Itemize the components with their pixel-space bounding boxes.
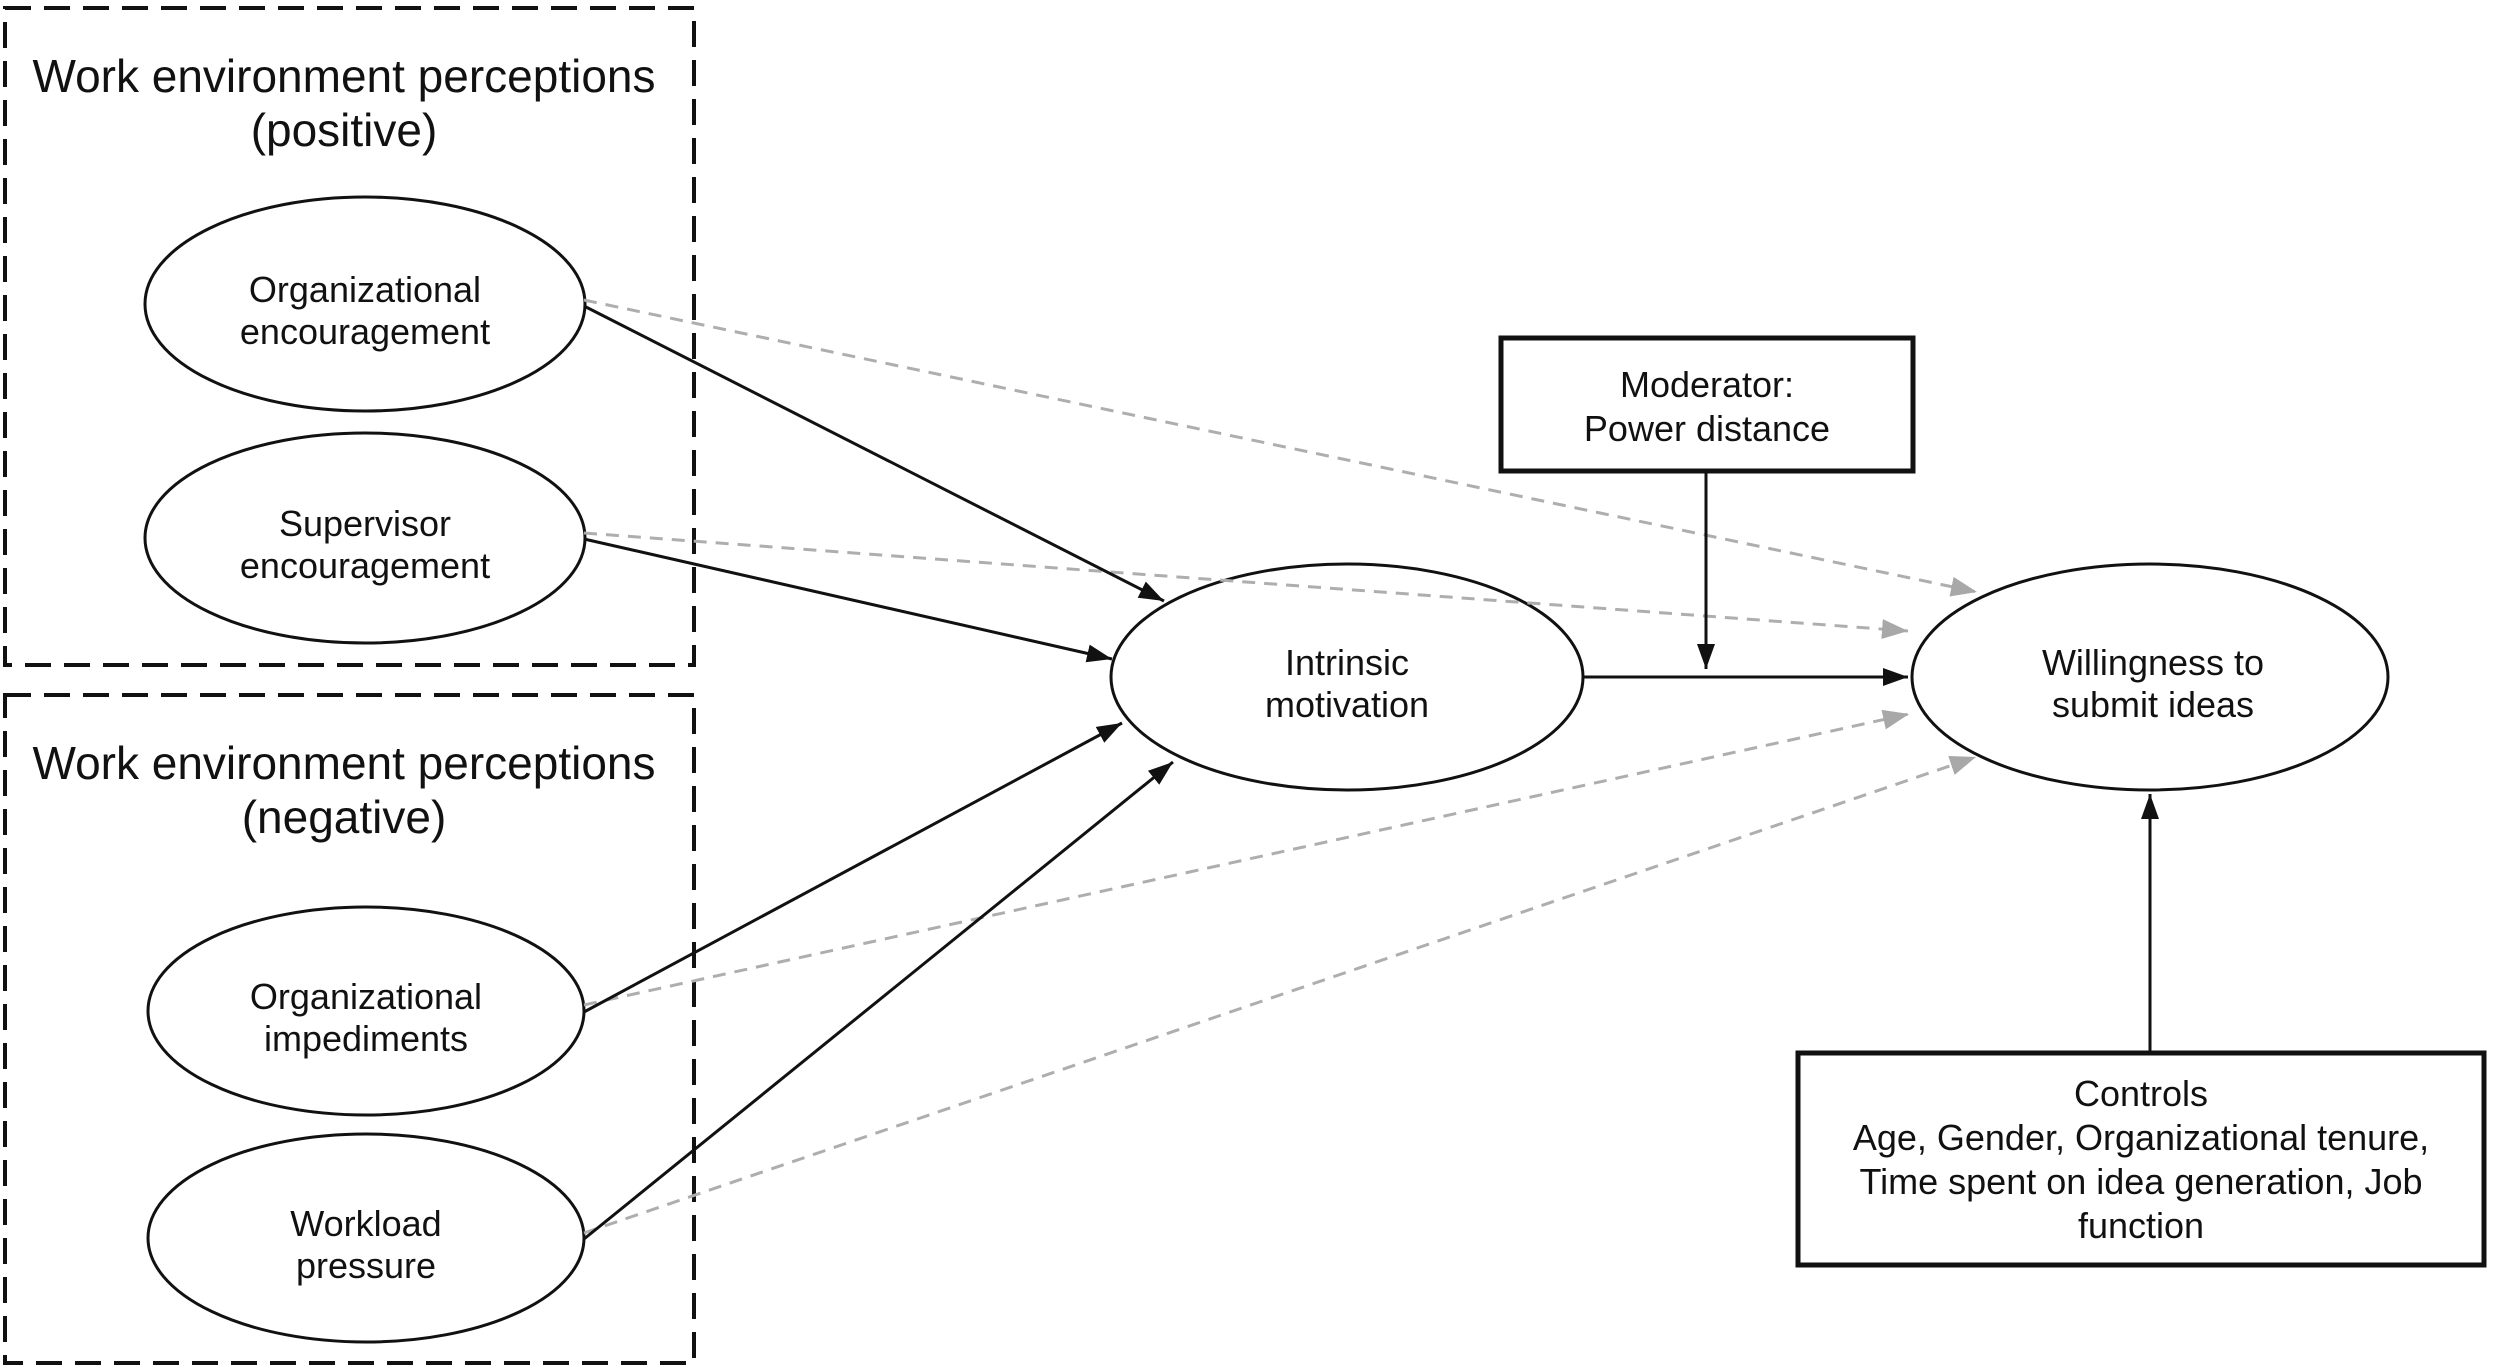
label-workload-pressure-line1: Workload	[290, 1203, 441, 1244]
controls-box	[1795, 1050, 2487, 1268]
label-intrinsic-motivation-line2: motivation	[1265, 684, 1429, 725]
group-negative-title-line2: (negative)	[242, 791, 447, 843]
label-willingness-line2: submit ideas	[2052, 684, 2254, 725]
label-organizational-encouragement-line2: encouragement	[240, 311, 490, 352]
arrow-supervisor-encouragement-to-intrinsic	[583, 537, 1113, 663]
controls-label-line4: function	[2078, 1205, 2204, 1246]
label-organizational-impediments-line2: impediments	[264, 1018, 468, 1059]
label-supervisor-encouragement-line1: Supervisor	[279, 503, 451, 544]
arrow-workload-pressure-to-intrinsic	[583, 760, 1174, 1241]
group-negative-title-line1: Work environment perceptions	[33, 737, 656, 789]
dashed-arrow-organizational-encouragement-to-willingness	[583, 298, 1978, 597]
moderator-box	[1498, 335, 1916, 474]
label-workload-pressure-line2: pressure	[296, 1245, 436, 1286]
group-positive-title-line2: (positive)	[251, 104, 438, 156]
moderator-label-line2: Power distance	[1584, 408, 1830, 449]
dashed-arrow-organizational-impediments-to-willingness	[583, 709, 1910, 1007]
label-organizational-impediments-line1: Organizational	[250, 976, 482, 1017]
label-willingness-line1: Willingness to	[2042, 642, 2264, 683]
label-organizational-encouragement-line1: Organizational	[249, 269, 481, 310]
dashed-arrow-workload-pressure-to-willingness	[583, 755, 1977, 1235]
label-intrinsic-motivation-line1: Intrinsic	[1285, 642, 1409, 683]
moderator-label-line1: Moderator:	[1620, 364, 1794, 405]
arrow-organizational-encouragement-to-intrinsic	[583, 304, 1165, 603]
controls-label-line3: Time spent on idea generation, Job	[1859, 1161, 2422, 1202]
group-box-negative	[3, 693, 696, 1365]
dashed-arrow-supervisor-encouragement-to-willingness	[583, 531, 1909, 640]
arrow-organizational-impediments-to-intrinsic	[583, 721, 1123, 1014]
ellipse-willingness-to-submit-ideas	[1910, 562, 2390, 792]
controls-label-line1: Controls	[2074, 1073, 2208, 1114]
group-box-positive	[3, 6, 696, 667]
ellipse-organizational-encouragement	[143, 195, 587, 413]
controls-label-line2: Age, Gender, Organizational tenure,	[1853, 1117, 2429, 1158]
group-positive-title-line1: Work environment perceptions	[33, 50, 656, 102]
label-supervisor-encouragement-line2: encouragement	[240, 545, 490, 586]
